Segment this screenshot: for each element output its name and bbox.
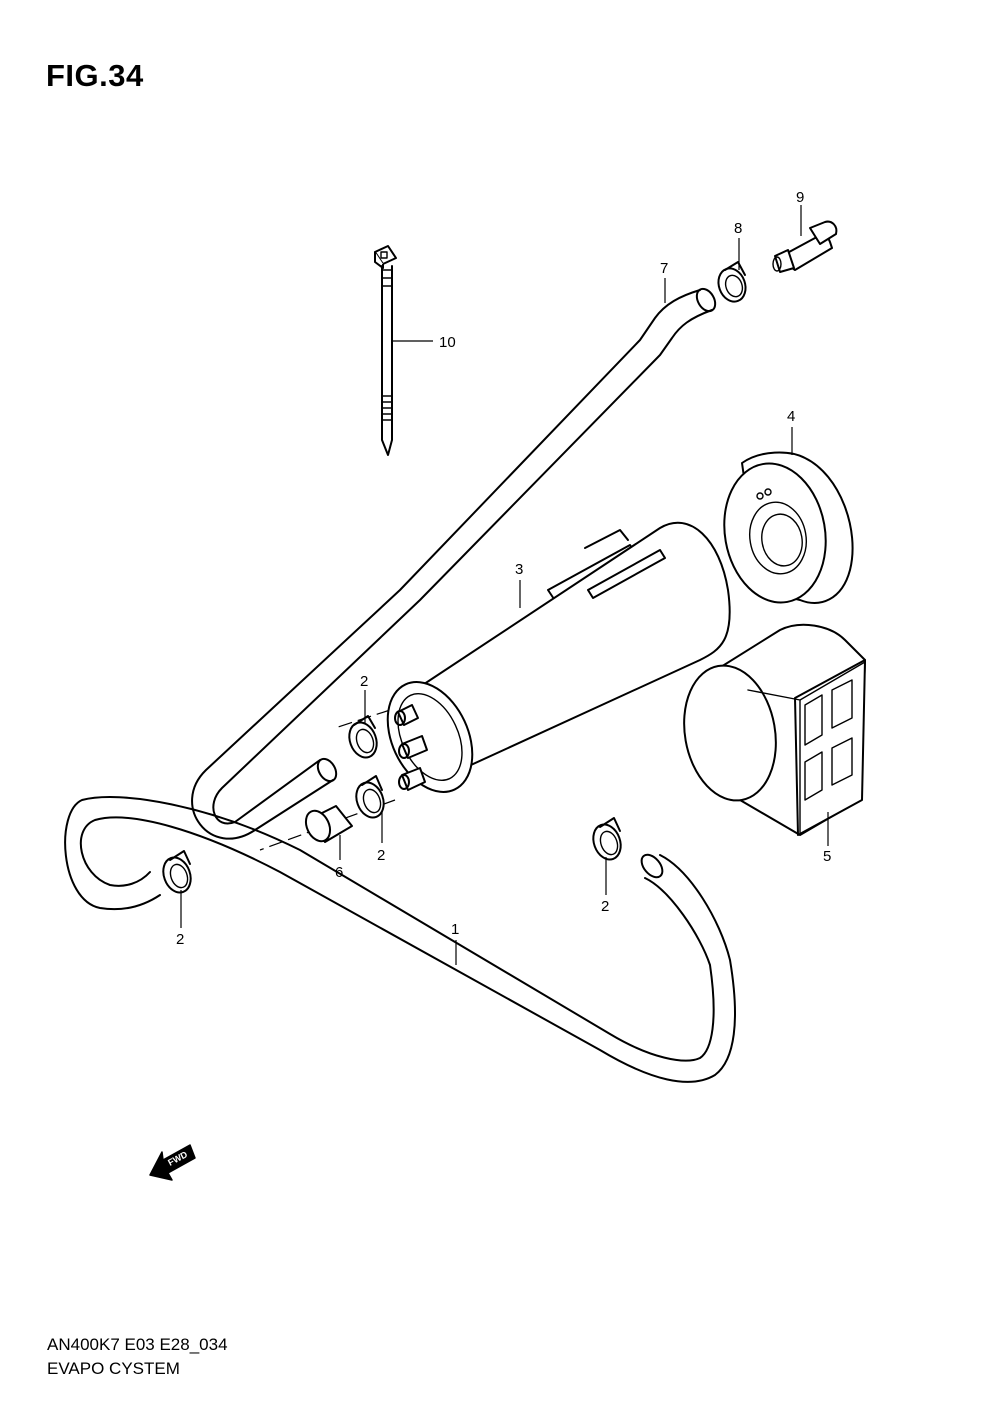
part-2-clamp-b[interactable] [352,775,389,821]
leader-lines [180,205,829,965]
callout-1: 1 [451,921,459,938]
figure-title: FIG.34 [46,58,144,93]
part-9-joint[interactable] [772,220,838,273]
callout-2-right: 2 [601,898,609,915]
callout-7: 7 [660,260,668,277]
callout-2-middle: 2 [377,847,385,864]
callout-4: 4 [787,408,795,425]
system-name: EVAPO CYSTEM [47,1359,180,1378]
model-code: AN400K7 E03 E28_034 [47,1335,228,1354]
callout-3: 3 [515,561,523,578]
part-2-clamp-c[interactable] [159,850,196,896]
part-2-clamp-d[interactable] [589,817,626,863]
part-8-clamp[interactable] [714,261,750,305]
forward-direction-arrow-icon: FWD [149,1144,196,1181]
part-7-hose[interactable] [191,286,719,840]
callout-10: 10 [439,334,456,351]
part-1-hose[interactable] [64,796,736,1083]
part-3-canister[interactable] [371,521,731,806]
part-10-cable-tie[interactable] [374,245,397,456]
part-6-cap[interactable] [301,805,353,845]
part-2-clamp-a[interactable] [345,715,382,761]
callout-2-left: 2 [176,931,184,948]
callout-5: 5 [823,848,831,865]
callout-9: 9 [796,189,804,206]
callout-6: 6 [335,864,343,881]
callout-8: 8 [734,220,742,237]
callout-2-top: 2 [360,673,368,690]
part-5-holder[interactable] [674,623,866,836]
part-4-cushion[interactable] [714,451,854,611]
